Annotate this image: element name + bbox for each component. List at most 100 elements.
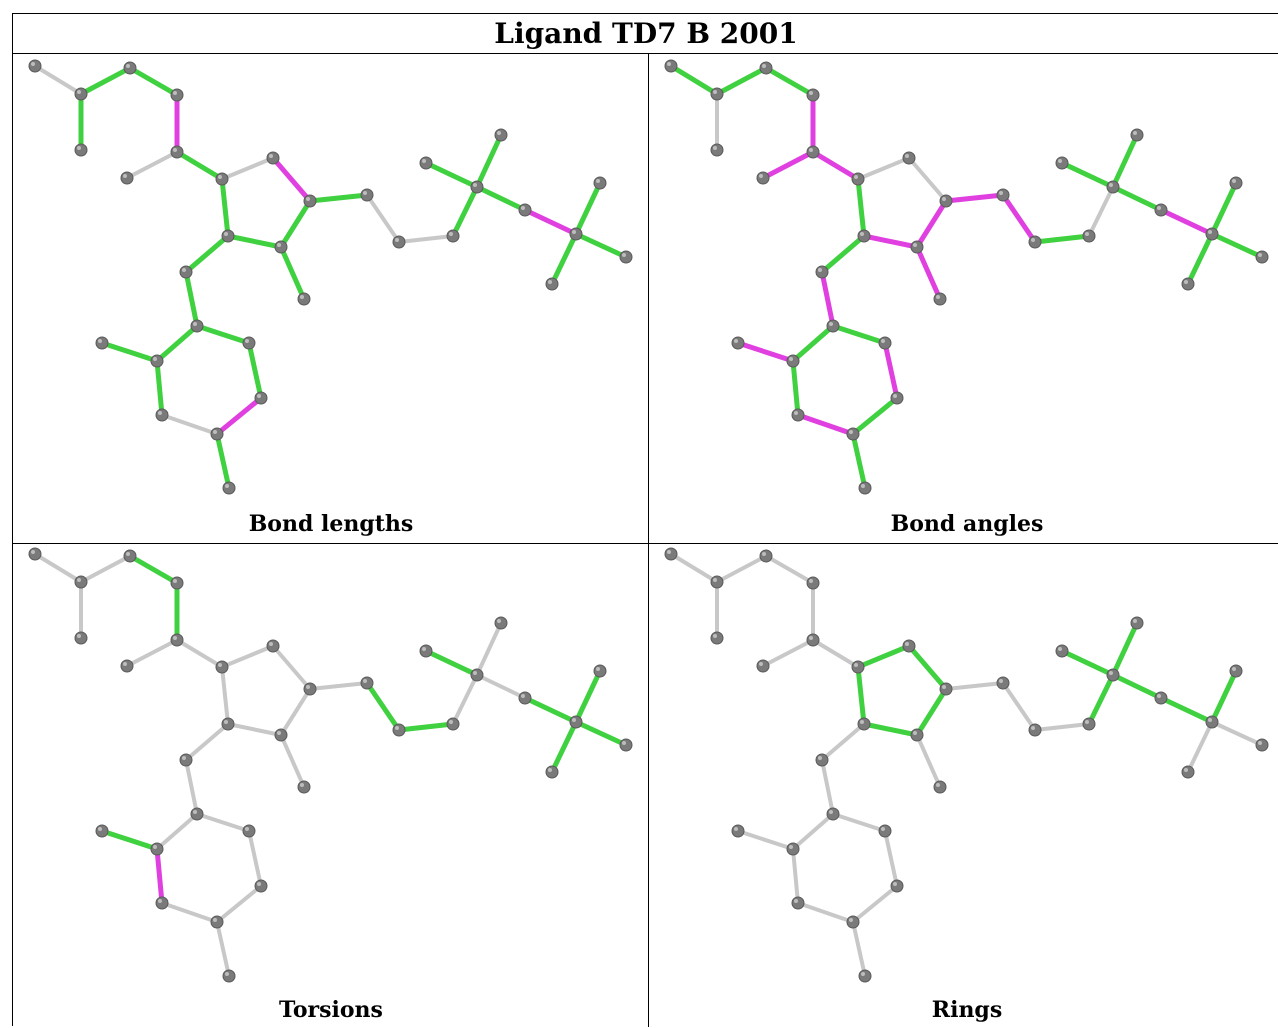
bond-11 — [220, 665, 230, 726]
bond-6 — [810, 149, 861, 182]
atom-28 — [155, 896, 169, 910]
atom-16 — [1106, 668, 1120, 682]
bond-29 — [160, 901, 219, 924]
bond-21 — [573, 668, 603, 725]
atom-22 — [1181, 277, 1195, 291]
bond-6 — [174, 149, 225, 182]
atom-6 — [120, 659, 134, 673]
table-title: Ligand TD7 B 2001 — [13, 14, 1278, 54]
atom-3 — [170, 576, 184, 590]
atom-31 — [890, 391, 904, 405]
atom-highlight-10 — [913, 243, 917, 247]
bond-3 — [127, 553, 180, 586]
atom-highlight-0 — [667, 550, 671, 554]
atom-highlight-3 — [809, 91, 813, 95]
atom-highlight-21 — [596, 667, 600, 671]
bond-30 — [851, 920, 867, 978]
atom-32 — [878, 336, 892, 350]
atom-highlight-29 — [849, 430, 853, 434]
atom-19 — [1154, 691, 1168, 705]
atom-1 — [710, 575, 724, 589]
atom-highlight-22 — [1184, 280, 1188, 284]
atom-highlight-29 — [849, 918, 853, 922]
bond-2 — [715, 554, 768, 584]
atom-highlight-10 — [277, 243, 281, 247]
atom-highlight-30 — [225, 484, 229, 488]
atom-27 — [95, 824, 109, 838]
atom-highlight-28 — [158, 899, 162, 903]
bond-0 — [669, 552, 719, 584]
atom-highlight-17 — [422, 159, 426, 163]
atom-highlight-6 — [759, 662, 763, 666]
atom-29 — [846, 915, 860, 929]
bond-23 — [1210, 720, 1264, 747]
atom-8 — [266, 151, 280, 165]
atom-highlight-22 — [548, 768, 552, 772]
atom-highlight-10 — [277, 731, 281, 735]
bond-21 — [573, 180, 603, 237]
atom-highlight-16 — [1109, 671, 1113, 675]
atom-4 — [710, 143, 724, 157]
atom-15 — [446, 229, 460, 243]
atom-30 — [222, 969, 236, 983]
atom-highlight-18 — [497, 619, 501, 623]
atom-highlight-6 — [759, 174, 763, 178]
atom-highlight-4 — [713, 634, 717, 638]
bond-9 — [279, 687, 312, 737]
panel-caption: Rings — [931, 997, 1003, 1023]
bond-23 — [573, 231, 629, 260]
bond-2 — [714, 65, 769, 97]
atom-highlight-31 — [257, 394, 261, 398]
bond-18 — [474, 132, 504, 190]
bond-0 — [668, 63, 720, 97]
atom-12 — [933, 780, 947, 794]
atom-3 — [170, 88, 184, 102]
atom-highlight-14 — [395, 238, 399, 242]
atom-highlight-30 — [861, 484, 865, 488]
atom-highlight-11 — [860, 720, 864, 724]
atom-5 — [170, 633, 184, 647]
bond-9 — [914, 198, 949, 250]
bond-19 — [1110, 184, 1164, 213]
atom-20 — [1205, 227, 1219, 241]
atom-13 — [360, 188, 374, 202]
atom-highlight-11 — [224, 720, 228, 724]
bond-27 — [735, 340, 796, 364]
bond-8 — [906, 643, 949, 692]
bond-16 — [451, 673, 479, 726]
atom-20 — [1205, 715, 1219, 729]
bond-24 — [184, 722, 230, 762]
bond-18 — [475, 621, 503, 677]
atom-highlight-27 — [98, 827, 102, 831]
atom-highlight-19 — [1157, 694, 1161, 698]
bond-17 — [423, 648, 480, 678]
atom-21 — [1229, 664, 1243, 678]
atom-9 — [303, 682, 317, 696]
atom-2 — [123, 61, 137, 75]
atom-2 — [123, 549, 137, 563]
bond-10 — [225, 233, 284, 250]
atom-16 — [470, 180, 484, 194]
atom-highlight-0 — [667, 62, 671, 66]
atom-2 — [759, 549, 773, 563]
atom-highlight-13 — [999, 679, 1003, 683]
atom-highlight-10 — [913, 731, 917, 735]
atom-0 — [664, 547, 678, 561]
bond-29 — [795, 412, 856, 437]
atom-highlight-27 — [734, 827, 738, 831]
bond-31 — [214, 395, 264, 437]
bond-15 — [1032, 233, 1092, 245]
atom-26 — [150, 354, 164, 368]
bond-3 — [764, 554, 815, 585]
bond-20 — [522, 695, 579, 725]
bond-26 — [790, 323, 836, 364]
bond-32 — [247, 829, 263, 888]
bond-6 — [811, 638, 860, 669]
atom-9 — [303, 194, 317, 208]
atom-highlight-30 — [861, 972, 865, 976]
atom-highlight-3 — [809, 579, 813, 583]
bond-18 — [1110, 620, 1140, 678]
atom-highlight-21 — [1232, 667, 1236, 671]
atom-26 — [786, 842, 800, 856]
atom-29 — [210, 915, 224, 929]
